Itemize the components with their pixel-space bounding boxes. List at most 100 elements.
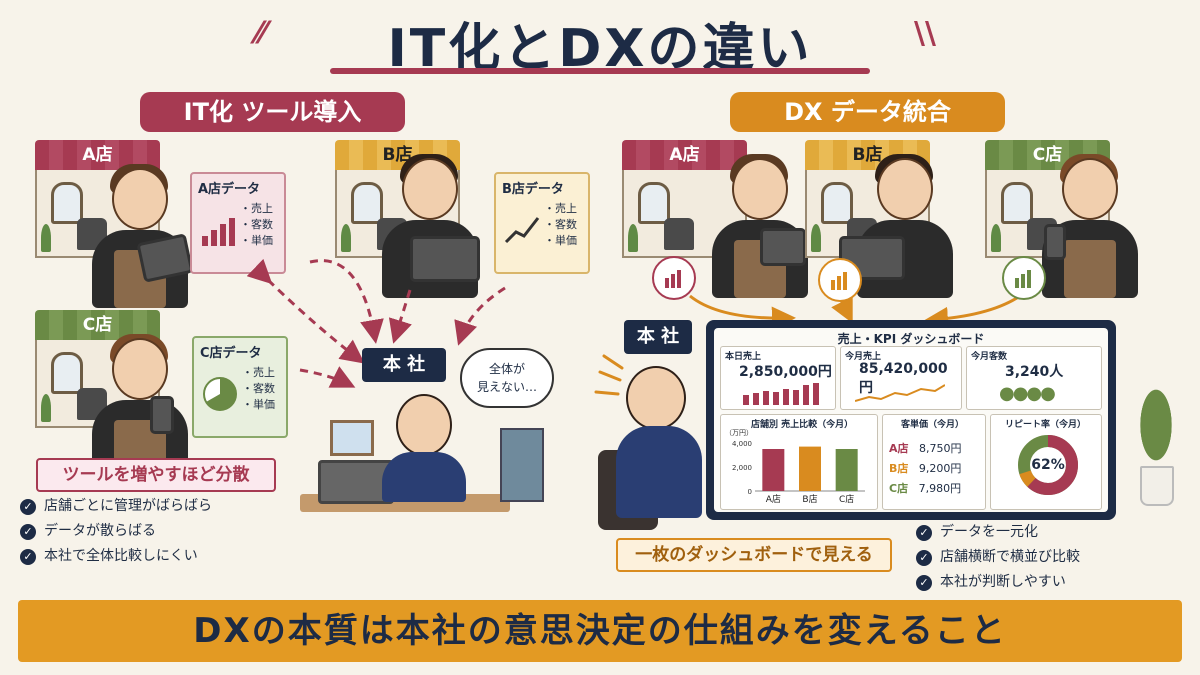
- doc-c-item: ・売上: [242, 366, 275, 379]
- dx-point: ✓本社が判断しやすい: [916, 570, 1080, 595]
- staff-b-it: [370, 150, 490, 300]
- donut-value: 62%: [1031, 457, 1065, 473]
- doc-b-item: ・単価: [544, 234, 577, 247]
- unit-price-row: B店 9,200円: [889, 462, 962, 475]
- laptop-icon: [318, 460, 394, 504]
- dx-point: ✓データを一元化: [916, 520, 1080, 545]
- manager-head: [626, 366, 686, 430]
- y-tick-label: 4,000: [732, 440, 752, 448]
- tile-label: 今月売上: [845, 352, 882, 362]
- it-point: ✓本社で全体比較しにくい: [20, 544, 212, 569]
- people-icon: ●●●●: [999, 383, 1056, 404]
- hq-label-it: 本 社: [362, 348, 446, 382]
- doc-c-title: C店データ: [200, 346, 262, 361]
- dx-point: ✓店舗横断で横並び比較: [916, 545, 1080, 570]
- mini-line-chart: [855, 384, 945, 402]
- unit-price-row: C店 7,980円: [889, 482, 962, 495]
- bar-2: [835, 449, 858, 491]
- tile-label: リピート率（今月）: [1005, 420, 1087, 430]
- dx-header: DX データ統合: [730, 92, 1005, 132]
- unit-price-list: A店 8,750円 B店 9,200円 C店 7,980円: [889, 439, 962, 499]
- dashboard-monitor: 売上・KPI ダッシュボード 本日売上 2,850,000円 今月売上 85,4…: [706, 320, 1116, 520]
- bar-1: [799, 446, 821, 491]
- mini-bar-chart: [743, 383, 819, 405]
- check-icon: ✓: [916, 524, 932, 541]
- staff-b-dx: [839, 150, 965, 300]
- y-tick-label: 0: [748, 488, 752, 496]
- bar-chart-icon: [202, 218, 235, 246]
- unit-price-row: A店 8,750円: [889, 442, 962, 455]
- bar-chart-icon: [1002, 256, 1046, 300]
- tile-value: 3,240人: [1005, 364, 1064, 380]
- manager-suit: [382, 452, 466, 502]
- smartphone-icon: [1044, 224, 1066, 260]
- potted-plant: [1130, 380, 1180, 510]
- check-icon: ✓: [916, 574, 932, 591]
- staff-a-it: [80, 160, 200, 310]
- tile-value: 85,420,000円: [859, 361, 948, 396]
- manager-head: [396, 394, 452, 456]
- tile-label: 店舗別 売上比較（今月）: [751, 420, 854, 430]
- x-tick-label: B店: [802, 493, 817, 505]
- bar-chart-icon: [652, 256, 696, 300]
- wall-picture: [330, 420, 374, 456]
- doc-b-item: ・客数: [544, 218, 577, 231]
- spark-right-icon: \\: [914, 16, 936, 51]
- it-points: ✓店舗ごとに管理がばらばら ✓データが散らばる ✓本社で全体比較しにくい: [20, 494, 212, 569]
- dx-points: ✓データを一元化 ✓店舗横断で横並び比較 ✓本社が判断しやすい: [916, 520, 1080, 595]
- tile-label: 今月客数: [971, 352, 1008, 362]
- doc-b-title: B店データ: [502, 182, 564, 197]
- doc-c-data: C店データ ・売上 ・客数 ・単価: [192, 336, 288, 438]
- check-icon: ✓: [20, 523, 36, 540]
- hq-manager-it: [300, 390, 510, 530]
- y-tick-label: 2,000: [732, 464, 752, 472]
- x-tick-label: C店: [839, 493, 854, 505]
- title-underline: [330, 68, 870, 74]
- manager-suit: [616, 426, 702, 518]
- line-chart-icon: [504, 217, 540, 244]
- doc-a-item: ・売上: [240, 202, 273, 215]
- it-tag: ツールを増やすほど分散: [36, 458, 276, 492]
- dx-tag: 一枚のダッシュボードで見える: [616, 538, 892, 572]
- check-icon: ✓: [20, 548, 36, 565]
- store-bar-chart: （万円） 4,000 2,000 0A店 B店 C店: [725, 429, 865, 505]
- spark-left-icon: ⁄⁄: [256, 16, 267, 51]
- doc-c-item: ・単価: [242, 398, 275, 411]
- dashboard-title: 売上・KPI ダッシュボード: [837, 332, 985, 346]
- smartphone-icon: [150, 396, 174, 434]
- check-icon: ✓: [20, 498, 36, 515]
- bar-chart-icon: [818, 258, 862, 302]
- dashboard-screen: 売上・KPI ダッシュボード 本日売上 2,850,000円 今月売上 85,4…: [714, 328, 1108, 512]
- doc-a-item: ・単価: [240, 234, 273, 247]
- month-sales-tile: 今月売上 85,420,000円: [840, 346, 962, 410]
- check-icon: ✓: [916, 549, 932, 566]
- y-unit-label: （万円）: [725, 429, 753, 437]
- it-header: IT化 ツール導入: [140, 92, 405, 132]
- doc-b-data: B店データ ・売上 ・客数 ・単価: [494, 172, 590, 274]
- laptop-icon: [410, 236, 480, 282]
- month-customers-tile: 今月客数 3,240人 ●●●●: [966, 346, 1102, 410]
- donut-chart: [1018, 435, 1078, 495]
- bottom-message: DXの本質は本社の意思決定の仕組みを変えること: [18, 600, 1182, 662]
- repeat-rate-tile: リピート率（今月） 62%: [990, 414, 1102, 510]
- doc-a-item: ・客数: [240, 218, 273, 231]
- it-point: ✓店舗ごとに管理がばらばら: [20, 494, 212, 519]
- shop-a-awning: A店: [622, 140, 747, 170]
- unit-price-tile: 客単価（今月） A店 8,750円 B店 9,200円 C店 7,980円: [882, 414, 986, 510]
- staff-a-dx: [700, 150, 820, 300]
- today-sales-tile: 本日売上 2,850,000円: [720, 346, 836, 410]
- binders: [500, 428, 544, 502]
- tablet-icon: [760, 228, 806, 266]
- staff-c-dx: [1030, 150, 1150, 300]
- hq-label-dx: 本 社: [624, 320, 692, 354]
- thought-bubble: 全体が 見えない…: [460, 348, 554, 408]
- doc-a-data: A店データ ・売上 ・客数 ・単価: [190, 172, 286, 274]
- it-point: ✓データが散らばる: [20, 519, 212, 544]
- doc-a-title: A店データ: [198, 182, 261, 197]
- hq-manager-dx: [598, 360, 708, 530]
- x-tick-label: A店: [766, 493, 781, 505]
- tile-value: 2,850,000円: [739, 364, 832, 380]
- tile-label: 客単価（今月）: [901, 420, 965, 430]
- bar-0: [762, 449, 785, 491]
